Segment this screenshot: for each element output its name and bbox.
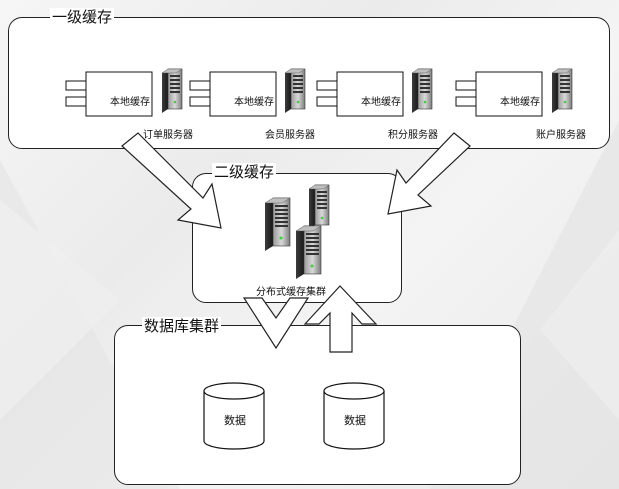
- level1-cache-title: 一级缓存: [50, 8, 115, 26]
- level2-cache-box: [192, 173, 402, 303]
- cache-cluster-label: 分布式缓存集群: [256, 287, 326, 298]
- cache-label-member: 本地缓存: [234, 97, 274, 108]
- server-label-order: 订单服务器: [143, 130, 193, 141]
- server-label-member: 会员服务器: [265, 130, 315, 141]
- database-cluster-title: 数据库集群: [142, 317, 222, 335]
- cache-label-order: 本地缓存: [110, 97, 150, 108]
- db-label-2: 数据: [344, 414, 366, 427]
- cache-label-points: 本地缓存: [361, 97, 401, 108]
- server-label-account: 账户服务器: [536, 130, 586, 141]
- cache-label-account: 本地缓存: [500, 97, 540, 108]
- server-label-points: 积分服务器: [388, 130, 438, 141]
- db-label-1: 数据: [224, 414, 246, 427]
- level2-cache-title: 二级缓存: [212, 163, 277, 181]
- database-cluster-box: [114, 325, 521, 485]
